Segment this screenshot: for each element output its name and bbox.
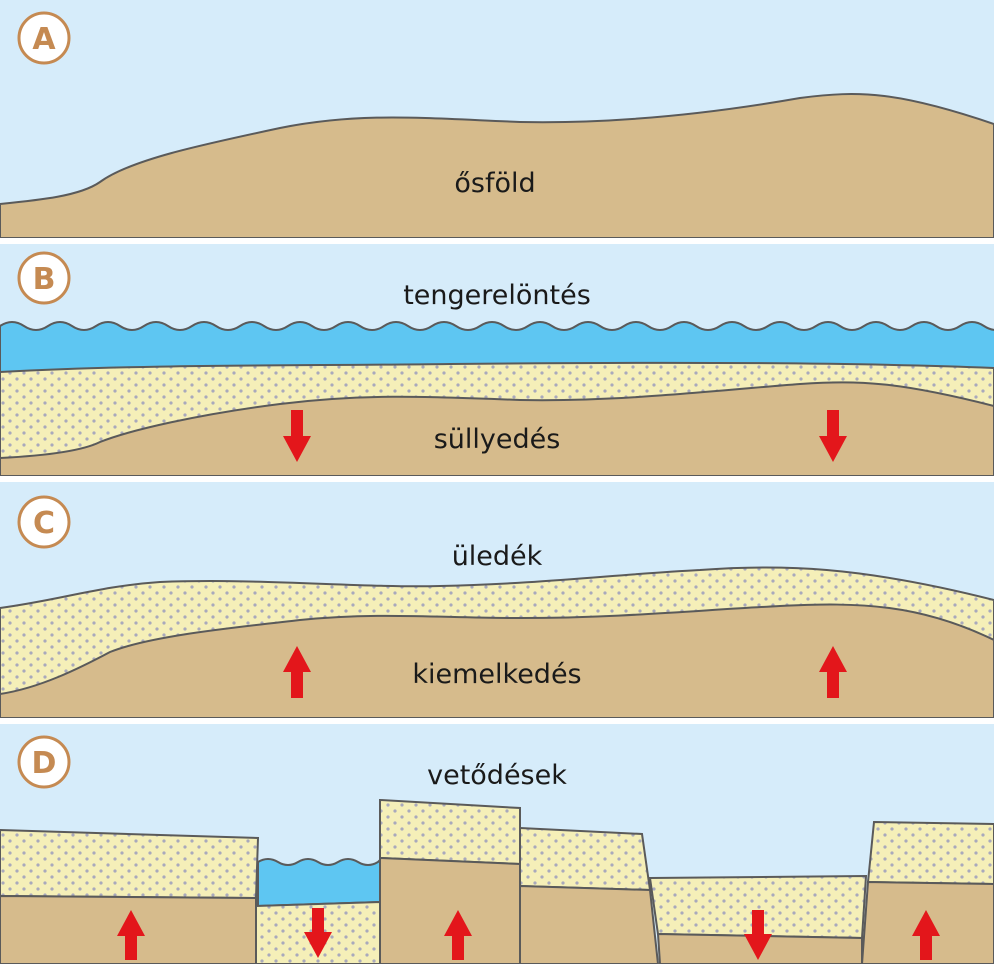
- badge-a: A: [17, 11, 71, 65]
- bedrock-layer: [0, 603, 994, 718]
- label-osfold: ősföld: [454, 168, 535, 199]
- badge-c: C: [17, 495, 71, 549]
- panel-a: A ősföld: [0, 0, 994, 238]
- arrow-up-icon: [444, 910, 472, 960]
- badge-b: B: [17, 251, 71, 305]
- label-sullyedes: süllyedés: [434, 424, 561, 455]
- arrow-up-icon: [283, 646, 311, 698]
- badge-d: D: [17, 735, 71, 789]
- sea-layer: [0, 321, 994, 375]
- badge-circle: [17, 735, 71, 789]
- fault-block: [379, 798, 521, 964]
- badge-circle: [17, 11, 71, 65]
- bedrock-layer: [0, 381, 994, 476]
- label-tengerelontes: tengerelöntés: [403, 280, 591, 311]
- arrow-up-icon: [912, 910, 940, 960]
- badge-circle: [17, 495, 71, 549]
- fault-block: [519, 826, 660, 964]
- label-vetodesek: vetődések: [427, 760, 567, 791]
- badge-letter: D: [32, 746, 57, 781]
- badge-letter: C: [33, 506, 55, 541]
- arrow-down-icon: [283, 410, 311, 462]
- badge-letter: A: [32, 22, 56, 57]
- panel-d: D vetődések: [0, 724, 994, 964]
- arrow-up-icon: [117, 910, 145, 960]
- panel-b: B tengerelöntés süllyedés: [0, 244, 994, 476]
- arrow-up-icon: [819, 646, 847, 698]
- label-kiemelkedes: kiemelkedés: [412, 659, 581, 690]
- bedrock-layer: [0, 93, 994, 238]
- panel-c: C üledék kiemelkedés: [0, 482, 994, 718]
- arrow-down-icon: [744, 910, 772, 960]
- arrow-down-icon: [304, 908, 332, 958]
- label-uledek: üledék: [452, 541, 543, 572]
- badge-circle: [17, 251, 71, 305]
- arrow-down-icon: [819, 410, 847, 462]
- badge-letter: B: [33, 262, 56, 297]
